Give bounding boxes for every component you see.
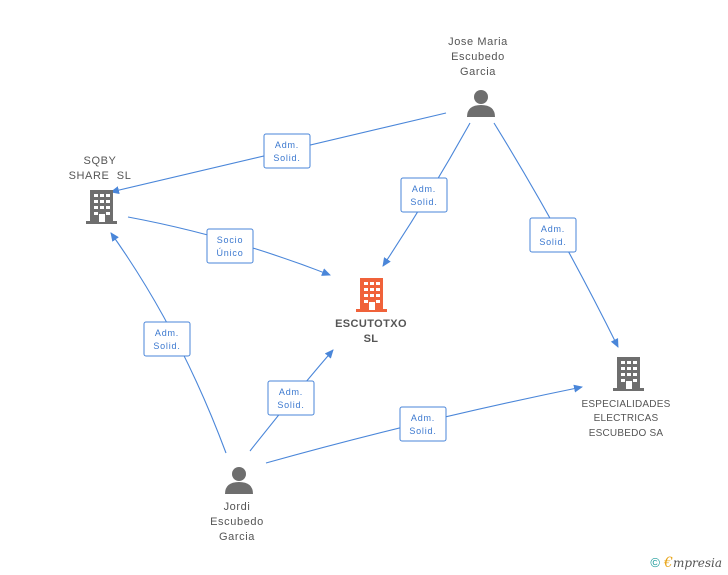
edge-label-jose-to-especialidades[interactable]: Adm. Solid. bbox=[529, 217, 577, 253]
building-icon bbox=[356, 278, 387, 312]
node-label-line: ESPECIALIDADES bbox=[582, 399, 671, 410]
node-label-line: Escubedo bbox=[210, 516, 264, 528]
node-label-line: SL bbox=[364, 333, 379, 345]
node-label-line: Jose Maria bbox=[448, 36, 508, 48]
edge-label-line-2: Único bbox=[216, 248, 243, 258]
edge-label-line-1: Adm. bbox=[155, 328, 179, 338]
person-icon bbox=[225, 467, 253, 494]
edge-label-line-2: Solid. bbox=[273, 153, 300, 163]
node-especialidades[interactable]: ESPECIALIDADES ELECTRICAS ESCUBEDO SA bbox=[582, 357, 671, 439]
edge-label-line-1: Adm. bbox=[412, 184, 436, 194]
edge-label-jose-to-sqby[interactable]: Adm. Solid. bbox=[263, 133, 311, 169]
edge-label-line-2: Solid. bbox=[153, 341, 180, 351]
node-label-line: Garcia bbox=[219, 531, 255, 543]
node-jordi[interactable]: Jordi Escubedo Garcia bbox=[210, 467, 264, 543]
node-label-line: SQBY bbox=[84, 155, 117, 167]
edge-label-jordi-to-escutotxo[interactable]: Adm. Solid. bbox=[267, 380, 315, 416]
node-label-line: ESCUTOTXO bbox=[335, 318, 407, 330]
edge-label-jordi-to-especialidades[interactable]: Adm. Solid. bbox=[399, 406, 447, 442]
edge-label-jose-to-escutotxo[interactable]: Adm. Solid. bbox=[400, 177, 448, 213]
edge-label-jordi-to-sqby[interactable]: Adm. Solid. bbox=[143, 321, 191, 357]
node-label-line: SHARE SL bbox=[69, 170, 132, 182]
node-label-line: ESCUBEDO SA bbox=[589, 428, 664, 439]
building-icon bbox=[86, 190, 117, 224]
edge-label-line-2: Solid. bbox=[409, 426, 436, 436]
edge-label-line-1: Adm. bbox=[279, 387, 303, 397]
node-jose-maria[interactable]: Jose Maria Escubedo Garcia bbox=[448, 36, 508, 117]
edge-label-line-1: Adm. bbox=[275, 140, 299, 150]
edge-labels: Adm. Solid. Adm. Solid. Adm. Solid. Soci… bbox=[143, 133, 577, 442]
edge-label-line-2: Solid. bbox=[277, 400, 304, 410]
edge-label-line-2: Solid. bbox=[539, 237, 566, 247]
footer-brand: ©€mpresia bbox=[650, 555, 722, 571]
edge-label-line-2: Solid. bbox=[410, 197, 437, 207]
node-label-line: Jordi bbox=[224, 501, 251, 513]
node-label-line: Garcia bbox=[460, 66, 496, 78]
node-escutotxo[interactable]: ESCUTOTXO SL bbox=[335, 278, 407, 345]
brand-logo-initial: € bbox=[664, 555, 673, 571]
edge-label-sqby-to-escutotxo[interactable]: Socio Único bbox=[206, 228, 254, 264]
edge-label-line-1: Adm. bbox=[411, 413, 435, 423]
copyright-symbol: © bbox=[650, 555, 661, 570]
brand-logo-text: mpresia bbox=[672, 556, 722, 570]
edge-label-line-1: Socio bbox=[217, 235, 244, 245]
node-label-line: Escubedo bbox=[451, 51, 505, 63]
edge-label-line-1: Adm. bbox=[541, 224, 565, 234]
node-label-line: ELECTRICAS bbox=[594, 413, 659, 424]
building-icon bbox=[613, 357, 644, 391]
person-icon bbox=[467, 90, 495, 117]
node-sqby[interactable]: SQBY SHARE SL bbox=[69, 155, 132, 224]
